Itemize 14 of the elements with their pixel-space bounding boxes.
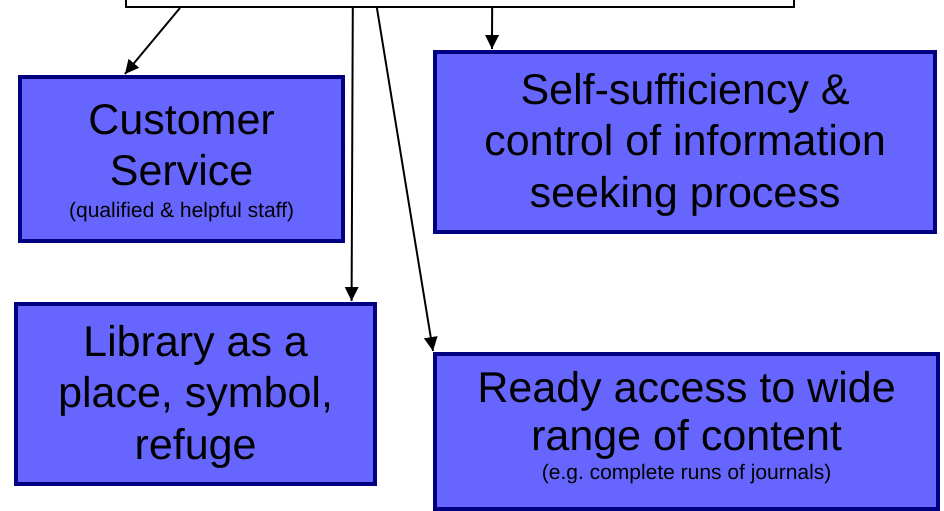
box-note: (qualified & helpful staff)	[69, 198, 294, 224]
arrow	[344, 8, 359, 301]
arrow	[124, 7, 181, 75]
box-note: (e.g. complete runs of journals)	[542, 460, 832, 486]
box-title: Self-sufficiency & control of information seeking process	[483, 64, 887, 219]
concept-box	[14, 302, 377, 486]
box-title: Library as a place, symbol, refuge	[57, 316, 334, 471]
arrow	[376, 8, 438, 352]
concept-box	[433, 352, 940, 511]
concept-box	[18, 75, 345, 243]
concept-box	[433, 50, 937, 234]
box-title: Ready access to wide range of content	[476, 364, 897, 460]
arrow	[485, 8, 500, 49]
box-title: Customer Service	[87, 94, 276, 198]
